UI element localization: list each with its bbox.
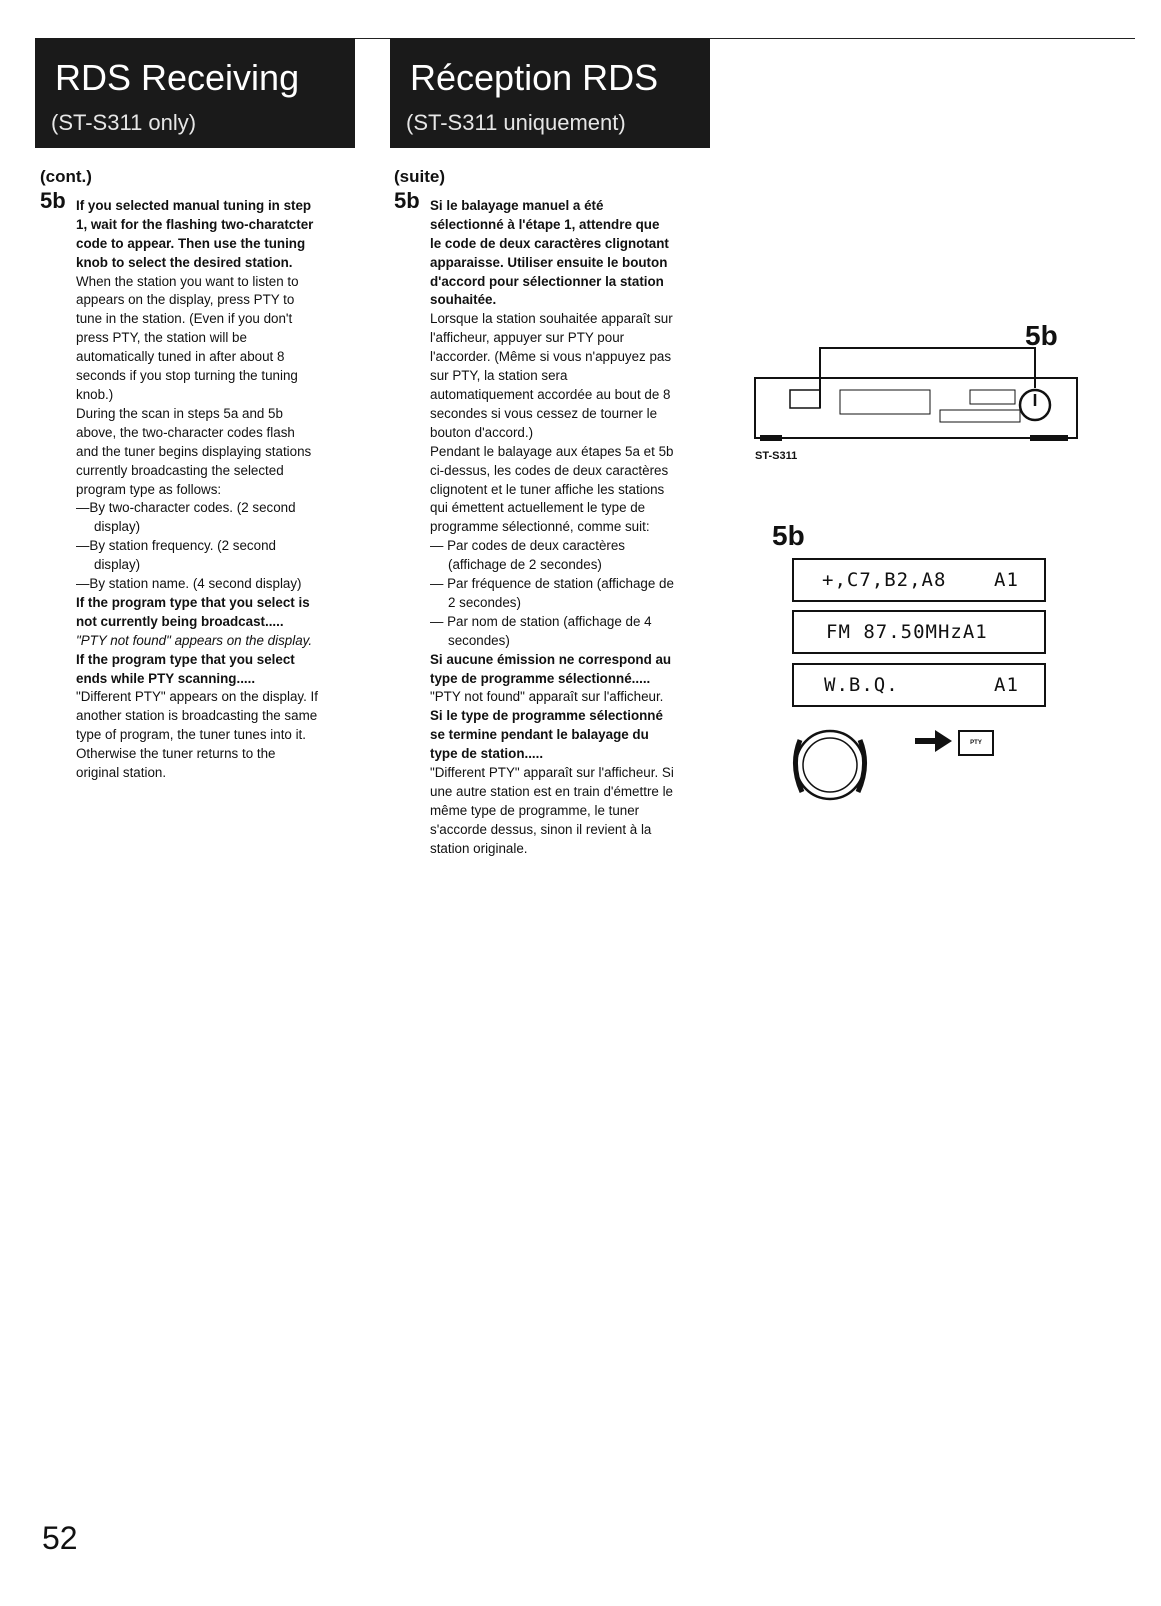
header-subtitle: (ST-S311 only) <box>51 110 197 135</box>
display-text: A1 <box>994 569 1019 591</box>
pty-button: PTY <box>958 730 994 756</box>
tuner-body <box>754 377 1078 439</box>
rotate-arrow <box>855 739 867 794</box>
step-instruction: Si le balayage manuel a été sélectionné … <box>430 197 669 308</box>
header-subtitle: (ST-S311 uniquement) <box>406 110 626 135</box>
list-item: — Par fréquence de station (affichage de… <box>430 576 674 610</box>
tuner-display <box>839 389 931 415</box>
header-english: RDS Receiving (ST-S311 only) <box>35 38 355 148</box>
paragraph: "PTY not found" appears on the display. <box>76 632 320 651</box>
tuning-knob-large <box>794 729 866 801</box>
tuner-foot <box>1030 435 1068 441</box>
message-tail: appears on the display. <box>170 632 313 648</box>
tuner-illustration <box>754 347 1078 801</box>
step-label: 5b <box>1025 320 1058 351</box>
tuner-buttons <box>939 409 1021 423</box>
header-title: Réception RDS <box>410 57 659 98</box>
list-item: —By station name. (4 second display) <box>76 576 302 592</box>
paragraph: During the scan in steps 5a and 5b above… <box>76 405 312 497</box>
paragraph: Lorsque la station souhaitée apparaît su… <box>430 311 673 440</box>
header-title: RDS Receiving <box>55 57 300 98</box>
step-5b: 5b If you selected manual tuning in step… <box>40 189 320 783</box>
paragraph: Pendant le balayage aux étapes 5a et 5b … <box>430 443 674 535</box>
tuner-buttons <box>969 389 1016 405</box>
paragraph: "Different PTY" apparaît sur l'afficheur… <box>430 765 674 856</box>
continued-label: (cont.) <box>40 167 92 186</box>
list-item: —By two-character codes. (2 second displ… <box>76 500 296 535</box>
paragraph: "Different PTY" appears on the display. … <box>76 689 318 781</box>
continued-label: (suite) <box>394 167 445 186</box>
step-number: 5b <box>40 187 66 213</box>
header-french: Réception RDS (ST-S311 uniquement) <box>390 38 710 148</box>
display-text: W.B.Q. <box>824 674 899 696</box>
step-number: 5b <box>394 187 420 213</box>
subheading: Si le type de programme sélectionné se t… <box>430 708 663 762</box>
display-text: +,C7,B2,A8 <box>822 569 947 591</box>
tuner-panel <box>789 389 821 409</box>
step-label: 5b <box>772 520 805 551</box>
page-number: 52 <box>42 1520 78 1556</box>
message-text: "PTY not found" <box>76 632 171 648</box>
subheading: If the program type that you select is n… <box>76 594 310 629</box>
display-codes: +,C7,B2,A8 A1 <box>792 558 1046 602</box>
arrow-right-icon <box>915 730 952 752</box>
display-frequency: FM 87.50MHzA1 <box>792 610 1046 654</box>
display-station-name: W.B.Q. A1 <box>792 663 1046 707</box>
tuning-knob <box>1018 388 1052 422</box>
display-text: FM 87.50MHzA1 <box>826 621 988 643</box>
french-column: (suite) 5b Si le balayage manuel a été s… <box>394 167 674 859</box>
step-5b: 5b Si le balayage manuel a été sélection… <box>394 189 674 859</box>
list-item: — Par nom de station (affichage de 4 sec… <box>430 613 652 648</box>
subheading: If the program type that you select ends… <box>76 651 295 686</box>
display-text: A1 <box>994 674 1019 696</box>
tuner-foot <box>760 435 782 441</box>
paragraph: "PTY not found" apparaît sur l'afficheur… <box>430 689 664 705</box>
step-instruction: If you selected manual tuning in step 1,… <box>76 197 314 270</box>
tuning-knob-inner <box>802 737 858 793</box>
list-item: —By station frequency. (2 second display… <box>76 538 276 573</box>
list-item: — Par codes de deux caractères (affichag… <box>430 538 626 573</box>
paragraph: When the station you want to listen to a… <box>76 273 299 402</box>
rotate-arrow <box>793 739 805 794</box>
subheading: Si aucune émission ne correspond au type… <box>430 651 672 686</box>
callout-line <box>819 347 1036 408</box>
model-label: ST-S311 <box>755 450 798 462</box>
english-column: (cont.) 5b If you selected manual tuning… <box>40 167 320 783</box>
tuner-figure: 5b ST-S311 5b +,C7,B2,A8 A1 FM 87.50MHzA… <box>730 310 1130 870</box>
